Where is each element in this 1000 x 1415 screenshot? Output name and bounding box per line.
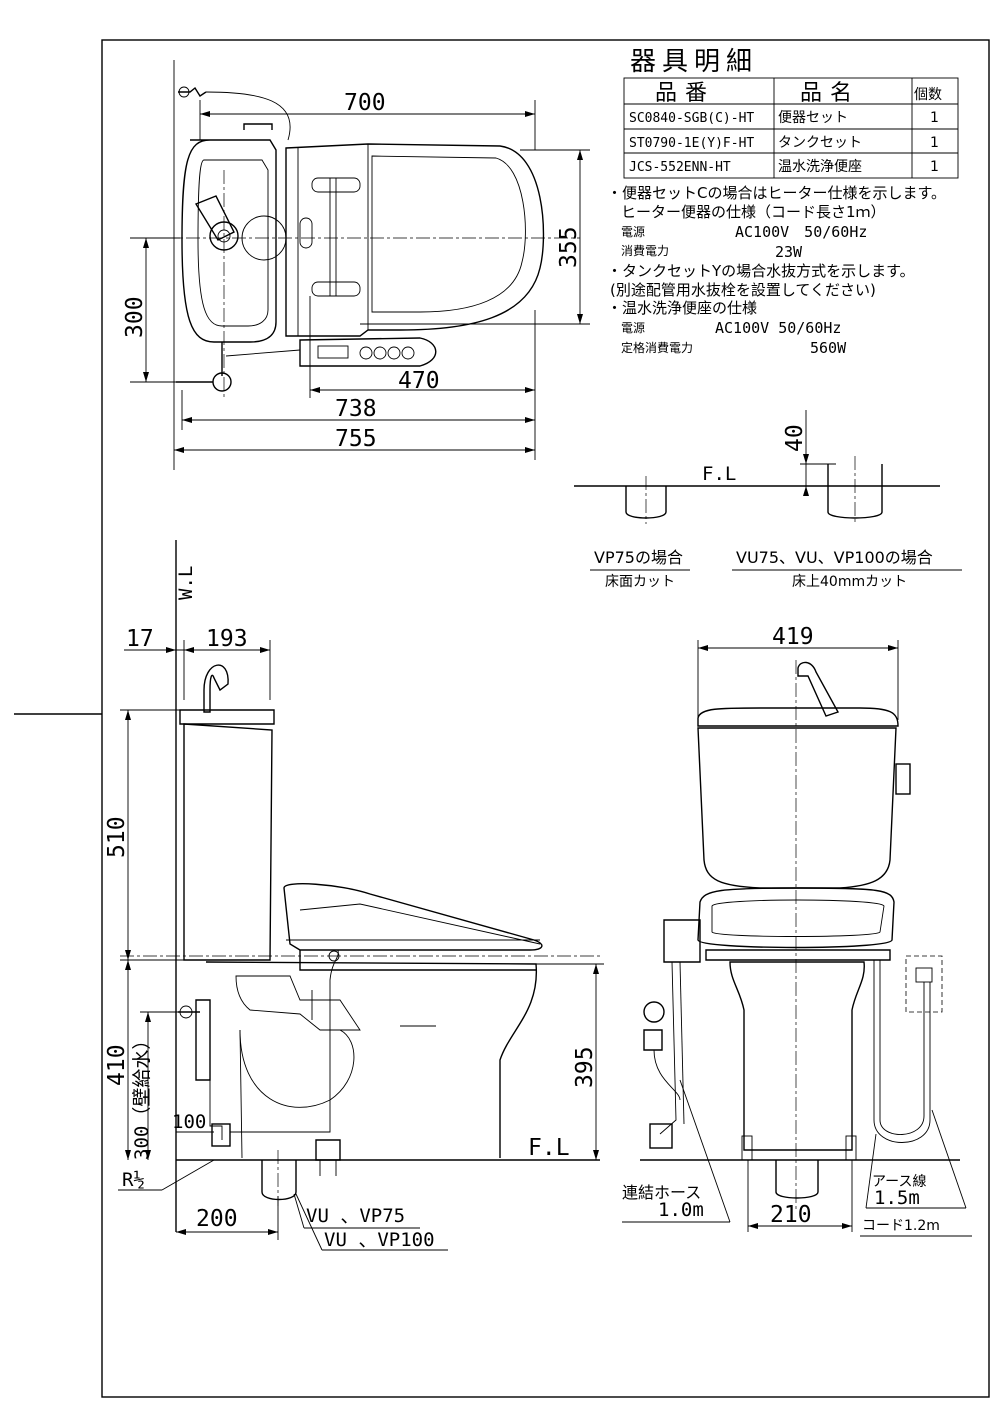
row2-name: タンクセット [778, 135, 862, 151]
label-hose-length: 1.0m [658, 1199, 704, 1221]
side-wl-label: W.L [175, 566, 197, 600]
dim-front-210: 210 [770, 1202, 812, 1228]
note-line-5: ・タンクセットYの場合水抜方式を示します。 [607, 262, 915, 280]
dim-side-193: 193 [206, 626, 248, 652]
control-buttons-icon [317, 345, 415, 360]
row3-part-no: JCS-552ENN-HT [629, 160, 731, 175]
detail-right-title: VU75、VU、VP100の場合 [736, 548, 933, 567]
row2-qty: 1 [930, 135, 939, 151]
dim-top-738: 738 [335, 396, 377, 422]
spec-table: 器具明細 品番 品名 個数 SC0840-SGB(C)-HT 便器セット 1 S… [623, 47, 959, 179]
note-line-1: ・便器セットCの場合はヒーター仕様を示します。 [607, 184, 946, 202]
detail-left-title: VP75の場合 [594, 548, 683, 567]
dim-side-510: 510 [104, 816, 130, 858]
side-view: W.L F.L [104, 540, 604, 1251]
note-line-3-value: AC100V 50/60Hz [735, 223, 867, 241]
detail-left-sub: 床面カット [605, 574, 675, 590]
dim-top-755: 755 [335, 426, 377, 452]
header-name: 品名 [800, 81, 860, 106]
row1-part-no: SC0840-SGB(C)-HT [629, 111, 754, 126]
dim-detail-40: 40 [782, 424, 808, 452]
dim-side-410: 410 [104, 1044, 130, 1086]
note-line-4-label: 消費電力 [621, 243, 669, 258]
label-cord: コード1.2m [862, 1218, 940, 1234]
row1-qty: 1 [930, 110, 939, 126]
note-line-3-label: 電源 [621, 225, 645, 239]
note-line-7: ・温水洗浄便座の仕様 [607, 299, 757, 317]
note-line-4-value: 23W [775, 243, 803, 261]
dim-top-700: 700 [344, 90, 386, 116]
detail-fl-label: F.L [702, 463, 736, 485]
spec-table-title: 器具明細 [630, 47, 758, 77]
spec-notes: ・便器セットCの場合はヒーター仕様を示します。 ヒーター便器の仕様（コード長さ1… [607, 184, 946, 357]
front-view: 419 連結ホース 1.0m 210 アース線 1.5m コード1.2m [622, 624, 972, 1237]
label-r-half: R½ [122, 1169, 145, 1191]
note-line-2: ヒーター便器の仕様（コード長さ1ｍ） [621, 203, 886, 221]
dim-top-355: 355 [556, 226, 582, 268]
row3-name: 温水洗浄便座 [778, 159, 862, 175]
dim-side-395: 395 [572, 1046, 598, 1088]
header-part-no: 品番 [655, 81, 715, 106]
dim-top-300: 300 [122, 296, 148, 338]
note-line-9-label: 定格消費電力 [621, 340, 693, 355]
note-line-9-value: 560W [810, 339, 847, 357]
row2-part-no: ST0790-1E(Y)F-HT [629, 136, 754, 151]
top-view: 700 355 300 470 738 755 [122, 60, 590, 470]
label-vu-vp75: VU 、VP75 [306, 1205, 405, 1227]
note-line-8-value: AC100V 50/60Hz [715, 319, 841, 337]
note-line-6: (別途配管用水抜栓を設置してください) [610, 281, 876, 299]
detail-right-sub: 床上40mmカット [792, 574, 907, 590]
label-vu-vp100: VU 、VP100 [324, 1229, 435, 1251]
dim-front-419: 419 [772, 624, 814, 650]
dim-side-300-wall-supply: 300（壁給水） [131, 1031, 153, 1160]
dim-side-100: 100 [172, 1111, 206, 1133]
dim-top-470: 470 [398, 368, 440, 394]
header-qty: 個数 [914, 87, 942, 103]
label-hose: 連結ホース [622, 1183, 701, 1202]
label-earth: アース線 [872, 1174, 926, 1190]
floor-cut-detail: F.L 40 VP75の場合 床面カット VU75、VU、VP100の場合 床上… [574, 410, 962, 590]
label-earth-length: 1.5m [874, 1187, 920, 1209]
row1-name: 便器セット [778, 110, 848, 126]
row3-qty: 1 [930, 159, 939, 175]
side-fl-label: F.L [528, 1135, 570, 1161]
dim-side-17: 17 [126, 626, 154, 652]
dim-side-200: 200 [196, 1206, 238, 1232]
note-line-8-label: 電源 [621, 321, 645, 335]
drawing-frame [101, 39, 990, 1398]
